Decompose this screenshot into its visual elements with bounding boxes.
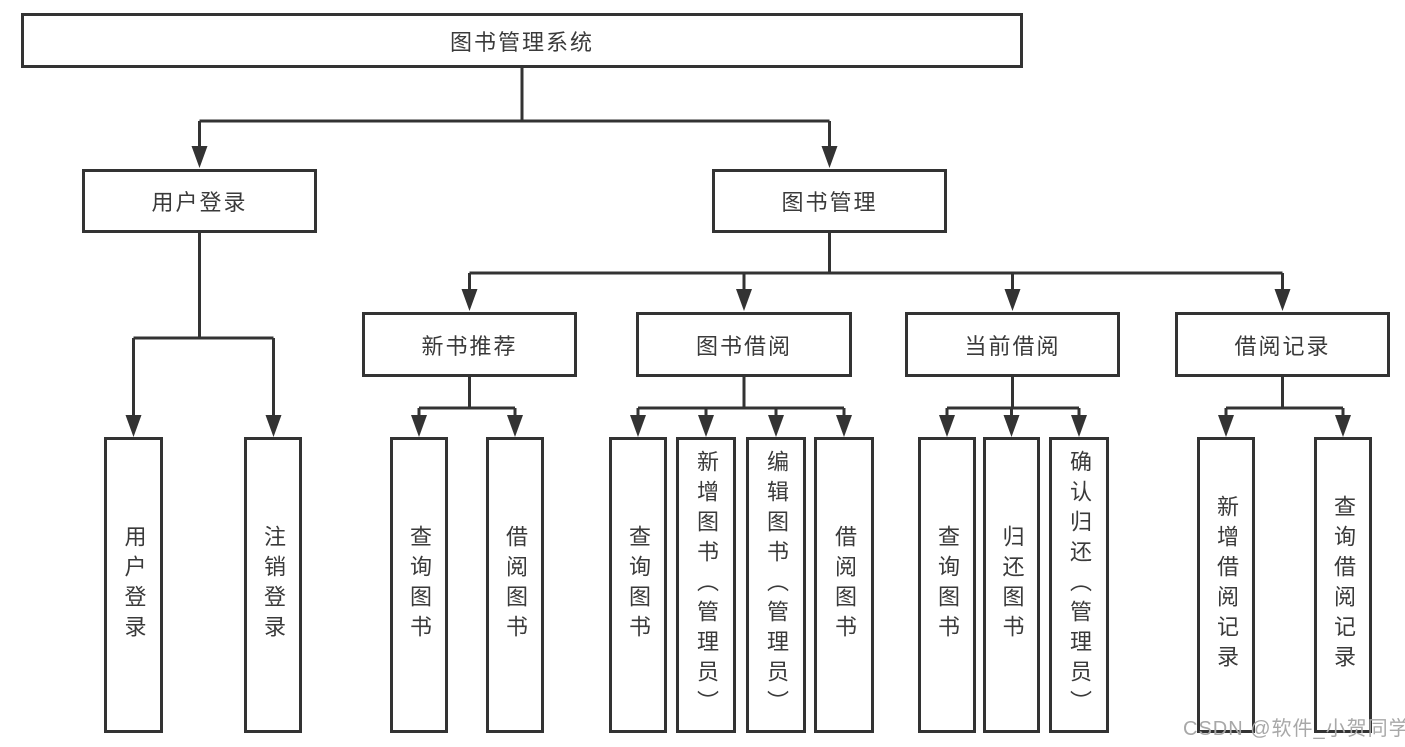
arrow-icon [265,415,282,437]
leaf-confirm-return-admin-label: 确认归还（管理员） [1067,450,1092,720]
node-book-borrow-label: 图书借阅 [695,333,792,359]
arrow-icon [1004,289,1021,311]
arrow-icon [768,415,784,437]
arrow-icon [939,415,955,437]
leaf-add-borrow-record-label: 新增借阅记录 [1214,495,1239,675]
leaf-recommend-query-book: 查询图书 [390,437,448,733]
arrow-icon [125,415,142,437]
arrowheads [125,146,1351,437]
leaf-return-book-label: 归还图书 [999,525,1025,645]
leaf-recommend-query-book-label: 查询图书 [407,525,432,645]
leaf-borrow-book: 借阅图书 [814,437,874,733]
arrow-icon [736,289,752,311]
leaf-borrow-query-book: 查询图书 [609,437,667,733]
leaf-current-query-book: 查询图书 [918,437,976,733]
arrow-icon [411,415,427,437]
arrow-icon [1274,289,1291,311]
leaf-query-borrow-record: 查询借阅记录 [1314,437,1372,733]
connector-stems [132,68,1345,421]
arrow-icon [1003,415,1020,437]
arrow-icon [461,289,478,311]
arrow-icon [836,415,852,437]
node-borrow-records-label: 借阅记录 [1234,333,1331,359]
node-book-management-label: 图书管理 [781,190,878,215]
leaf-query-borrow-record-label: 查询借阅记录 [1331,495,1356,675]
leaf-user-login-label: 用户登录 [121,525,147,645]
arrow-icon [507,415,523,437]
node-borrow-records: 借阅记录 [1175,312,1390,377]
leaf-return-book: 归还图书 [983,437,1040,733]
arrow-icon [821,146,838,168]
node-book-management: 图书管理 [712,169,947,233]
node-new-book-recommend-label: 新书推荐 [421,333,518,359]
node-current-borrow-label: 当前借阅 [964,333,1061,359]
node-user-login-label: 用户登录 [151,190,248,215]
leaf-user-login: 用户登录 [104,437,163,733]
leaf-edit-book-admin: 编辑图书（管理员） [746,437,806,733]
leaf-recommend-borrow-book: 借阅图书 [486,437,544,733]
arrow-icon [630,415,646,437]
arrow-icon [698,415,714,437]
leaf-confirm-return-admin: 确认归还（管理员） [1049,437,1109,733]
csdn-watermark: CSDN @软件_小贺同学 [1183,718,1405,740]
leaf-add-book-admin-label: 新增图书（管理员） [694,450,719,720]
node-current-borrow: 当前借阅 [905,312,1120,377]
arrow-icon [1071,415,1087,437]
leaf-borrow-book-label: 借阅图书 [832,525,857,645]
arrow-icon [1335,415,1351,437]
leaf-current-query-book-label: 查询图书 [935,525,960,645]
leaf-recommend-borrow-book-label: 借阅图书 [503,525,528,645]
node-new-book-recommend: 新书推荐 [362,312,577,377]
leaf-borrow-query-book-label: 查询图书 [626,525,651,645]
leaf-logout: 注销登录 [244,437,302,733]
leaf-add-borrow-record: 新增借阅记录 [1197,437,1255,733]
node-root-label: 图书管理系统 [449,29,594,55]
leaf-edit-book-admin-label: 编辑图书（管理员） [764,450,789,720]
leaf-logout-label: 注销登录 [261,525,286,645]
arrow-icon [1218,415,1234,437]
leaf-add-book-admin: 新增图书（管理员） [676,437,736,733]
node-book-borrow: 图书借阅 [636,312,852,377]
node-user-login: 用户登录 [82,169,317,233]
node-root: 图书管理系统 [21,13,1023,68]
arrow-icon [191,146,208,168]
